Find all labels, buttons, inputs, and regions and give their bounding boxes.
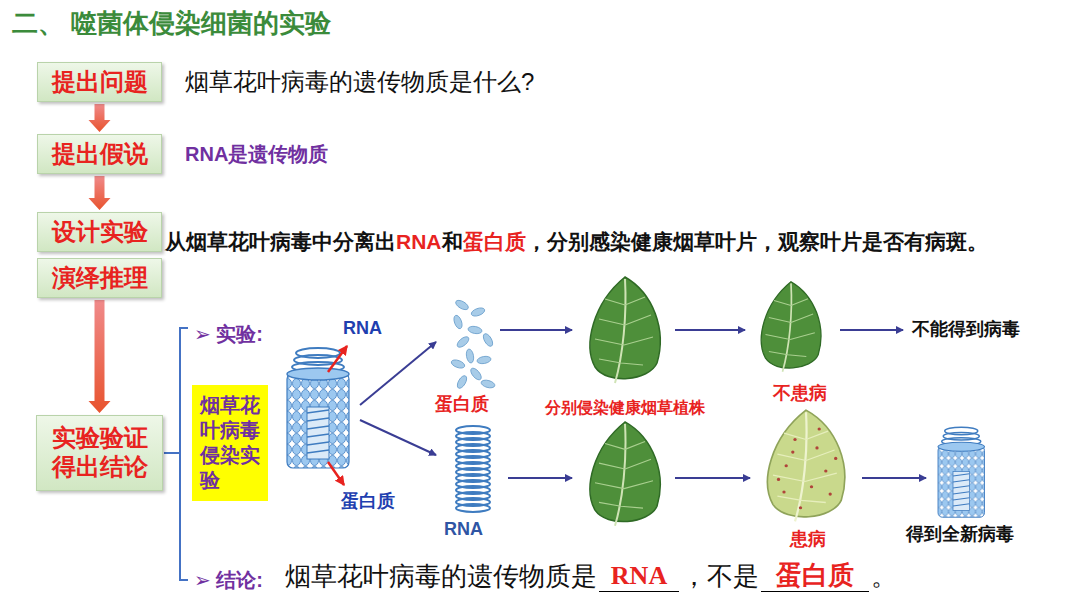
label-text: 不能得到病毒 (912, 319, 1020, 341)
sentence-text: 和 (442, 229, 463, 254)
label-text: 得到全新病毒 (906, 524, 1014, 546)
sentence-text: 烟草花叶病毒的遗传物质是 (285, 561, 597, 592)
answer-blank: RNA (599, 560, 679, 592)
label-text: 不患病 (773, 383, 827, 405)
step-box: 提出问题 (37, 62, 162, 102)
leaf-figure (590, 277, 660, 383)
sentence-text: 。 (871, 561, 897, 592)
step-box: 设计实验 (37, 212, 162, 252)
flow-arrows (500, 330, 926, 478)
step-box: 演绎推理 (37, 258, 162, 298)
node-text: 提出假说 (52, 140, 148, 169)
sentence-text: ，不是 (681, 561, 759, 592)
label-text: ➢ 实验: (194, 322, 263, 346)
step-arrow (89, 104, 111, 132)
text-row: 从烟草花叶病毒中分离出RNA和蛋白质，分别感染健康烟草叶片，观察叶片是否有病斑。 (165, 229, 988, 254)
label-text: RNA (444, 519, 483, 541)
label-text: RNA是遗传物质 (185, 142, 328, 166)
step-box: 提出假说 (37, 134, 162, 174)
virus-figure (287, 348, 349, 468)
label-text: RNA (343, 318, 382, 340)
label-text: 患病 (790, 529, 826, 551)
label-text: ➢ 结论: (194, 568, 263, 592)
answer-blank: 蛋白质 (761, 560, 869, 592)
node-text: 实验验证 得出结论 (43, 424, 156, 482)
rna-figure (456, 426, 490, 512)
sentence-text: 蛋白质 (463, 229, 526, 254)
label-text: 蛋白质 (341, 491, 395, 513)
slide-title: 二、 噬菌体侵染细菌的实验 (12, 8, 331, 39)
node-text: 设计实验 (52, 218, 148, 247)
sentence-text: 从烟草花叶病毒中分离出 (165, 229, 396, 254)
leaf-figure (761, 282, 821, 372)
step-arrow (89, 300, 111, 413)
sentence-text: ，分别感染健康烟草叶片，观察叶片是否有病斑。 (526, 229, 988, 254)
label-text: 蛋白质 (435, 394, 489, 416)
flow-arrow (360, 342, 436, 405)
virus-figure (938, 427, 985, 517)
leaf-figure (590, 422, 660, 526)
sentence-text: RNA (396, 229, 442, 254)
highlight-box: 烟草花叶病毒侵染实验 (192, 385, 268, 501)
protein-figure (450, 298, 495, 389)
node-text: 提出问题 (52, 68, 148, 97)
node-text: 演绎推理 (52, 264, 148, 293)
diseased-leaf-figure (768, 410, 845, 521)
step-arrow (89, 176, 111, 210)
node-text: 烟草花叶病毒侵染实验 (200, 393, 260, 493)
split-arrow (328, 346, 347, 372)
bracket (164, 328, 188, 580)
text-row: 烟草花叶病毒的遗传物质是RNA，不是蛋白质。 (285, 560, 897, 592)
step-box: 实验验证 得出结论 (36, 415, 163, 491)
flow-arrow (360, 420, 436, 455)
split-arrow (328, 462, 344, 485)
label-text: 烟草花叶病毒的遗传物质是什么? (185, 68, 534, 97)
label-text: 分别侵染健康烟草植株 (545, 398, 705, 417)
